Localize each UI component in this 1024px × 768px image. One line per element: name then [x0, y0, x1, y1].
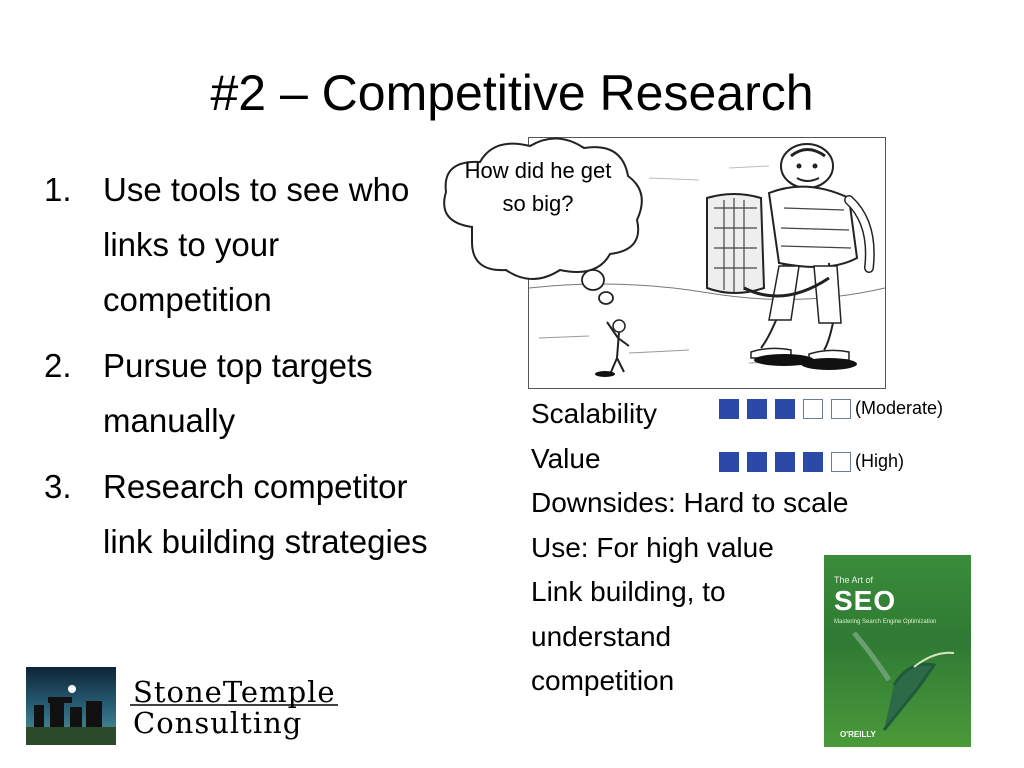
book-small-title: The Art of — [834, 575, 874, 585]
rating-square — [719, 398, 739, 419]
rating-square — [803, 451, 823, 472]
downsides-text: Downsides: Hard to scale — [531, 487, 849, 518]
logo-line2: Consulting — [133, 706, 303, 740]
scalability-rating: (Moderate) — [719, 398, 943, 419]
list-text: Research competitor link building strate… — [103, 468, 428, 560]
rating-label: (Moderate) — [855, 398, 944, 418]
thought-bubble-icon — [443, 137, 643, 305]
list-item: 3. Research competitor link building str… — [44, 459, 464, 569]
use-text: competition — [531, 665, 675, 696]
book-subtitle: Mastering Search Engine Optimization — [834, 619, 937, 625]
book-title: SEO — [834, 585, 897, 616]
book-publisher: O'REILLY — [840, 730, 876, 739]
list-number: 2. — [44, 347, 72, 384]
slide-title: #2 – Competitive Research — [210, 65, 814, 121]
bubble-text: How did he get so big? — [464, 158, 612, 216]
list-number: 3. — [44, 468, 72, 505]
rating-square — [775, 451, 795, 472]
list-item: 1. Use tools to see who links to your co… — [44, 162, 464, 327]
value-rating: (High) — [719, 451, 904, 472]
list-number: 1. — [44, 171, 72, 208]
rating-square — [831, 398, 851, 419]
rating-square — [803, 398, 823, 419]
task-list: 1. Use tools to see who links to your co… — [44, 162, 464, 580]
value-label: Value — [531, 442, 601, 474]
logo-line1: StoneTemple — [133, 675, 336, 709]
metrics-block: Scalability Value Downsides: Hard to sca… — [531, 392, 931, 704]
hummingbird-icon — [852, 631, 955, 731]
rating-label: (High) — [855, 451, 905, 471]
list-text: Pursue top targets manually — [103, 347, 373, 439]
book-cover: The Art of SEO Mastering Search Engine O… — [824, 555, 971, 747]
rating-square — [719, 451, 739, 472]
rating-square — [831, 451, 851, 472]
rating-square — [775, 398, 795, 419]
scalability-label: Scalability — [531, 398, 658, 429]
use-text: Link building, to — [531, 576, 726, 607]
list-item: 2. Pursue top targets manually — [44, 338, 464, 448]
rating-square — [747, 398, 767, 419]
use-text: Use: For high value — [531, 531, 774, 563]
stonehenge-icon — [26, 667, 338, 745]
rating-square — [747, 451, 767, 472]
use-text: understand — [531, 620, 672, 652]
list-text: Use tools to see who links to your compe… — [103, 171, 410, 318]
